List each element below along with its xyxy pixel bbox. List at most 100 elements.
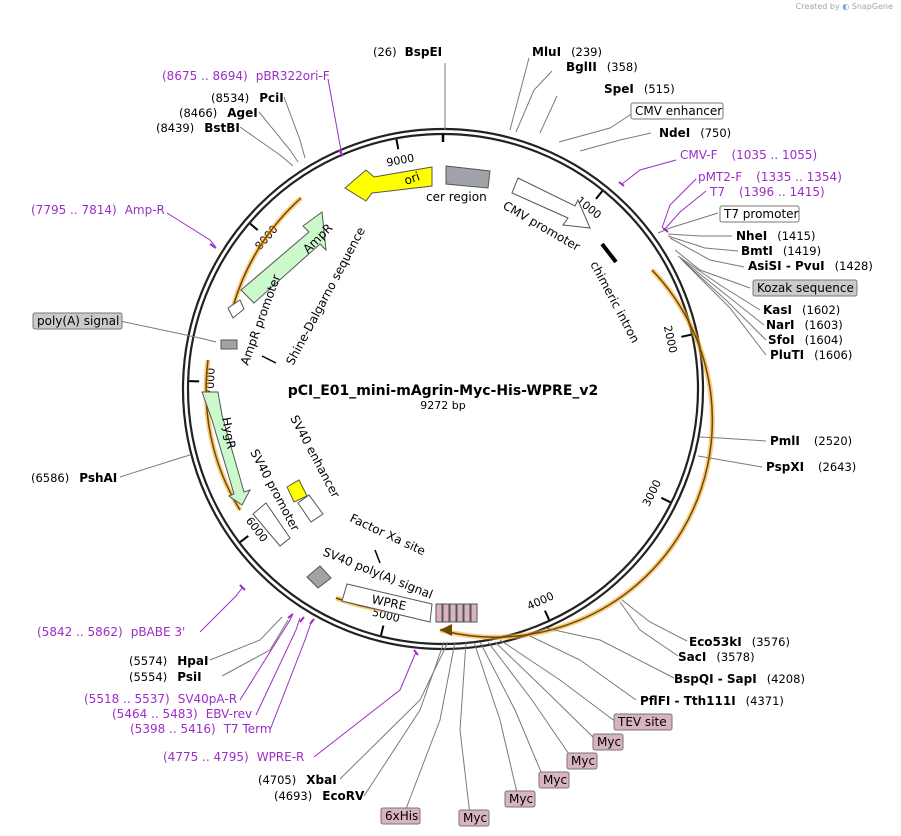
orf-arc-main-line <box>439 269 714 638</box>
enzyme-pcii: (8534)PciI <box>211 91 284 105</box>
tick-mark-4000 <box>544 610 551 621</box>
primer-ebv-rev: (5464 .. 5483)EBV-rev <box>112 707 252 721</box>
primer-t7: T7(1396 .. 1415) <box>709 185 825 199</box>
svg-text:Myc: Myc <box>571 754 595 768</box>
boxed-feature-myc-1[interactable]: Myc <box>592 733 624 751</box>
enzyme-asisi-pvui: AsiSI - PvuI(1428) <box>748 259 873 273</box>
chimeric-intron-bar <box>600 242 618 264</box>
boxed-feature-cmv-enhancer[interactable]: CMV enhancer <box>630 102 724 120</box>
ampr-feature[interactable] <box>240 211 327 304</box>
sv40-promoter-feature[interactable] <box>252 502 291 547</box>
enzyme-pspxi: PspXI(2643) <box>766 460 856 474</box>
primer-wpre-r: (4775 .. 4795)WPRE-R <box>163 750 304 764</box>
boxed-feature-myc-4[interactable]: Myc <box>504 790 536 808</box>
svg-text:poly(A) signal: poly(A) signal <box>37 314 119 328</box>
enzyme-bstbi: (8439)BstBI <box>156 121 240 135</box>
snapgene-logo-icon: ◐ <box>842 2 850 11</box>
boxed-feature-poly-a[interactable]: poly(A) signal <box>32 312 123 330</box>
svg-text:Myc: Myc <box>597 735 621 749</box>
primer-cmv-f: CMV-F(1035 .. 1055) <box>680 148 817 162</box>
cer-region-label: cer region <box>426 190 487 204</box>
svg-text:Myc: Myc <box>543 773 567 787</box>
backbone-outer <box>181 127 705 651</box>
ori-label: ori <box>402 169 421 187</box>
shine-dalgarno-mark <box>261 355 277 364</box>
enzyme-saci: SacI(3578) <box>678 650 755 664</box>
primer-sv40pa-r: (5518 .. 5537)SV40pA-R <box>84 692 237 706</box>
ori-feature[interactable] <box>344 166 433 202</box>
svg-text:6xHis: 6xHis <box>385 809 418 823</box>
snapgene-credit: Created by ◐ SnapGene <box>796 2 893 11</box>
hygr-feature[interactable] <box>201 391 252 506</box>
leader-lines <box>119 57 767 816</box>
tick-mark-2000 <box>681 333 692 338</box>
enzyme-ndei: NdeI(750) <box>659 126 731 140</box>
enzyme-psii: (5554)PsiI <box>129 670 202 684</box>
enzyme-nhei: NheI(1415) <box>736 229 815 243</box>
chimeric-intron-label: chimeric intron <box>587 259 642 346</box>
primer-marks <box>209 149 669 656</box>
boxed-feature-kozak[interactable]: Kozak sequence <box>752 279 858 297</box>
enzyme-hpai: (5574)HpaI <box>129 654 208 668</box>
primer-t7-term: (5398 .. 5416)T7 Term <box>130 722 272 736</box>
enzyme-xbai: (4705)XbaI <box>258 773 337 787</box>
svg-text:Kozak sequence: Kozak sequence <box>757 281 854 295</box>
hygr-orf-arc-line <box>205 359 241 511</box>
enzyme-eco53ki: Eco53kI(3576) <box>689 635 790 649</box>
cer-region-feature[interactable] <box>445 165 491 189</box>
enzyme-mlui: MluI(239) <box>532 45 602 59</box>
tick-label-3000: 3000 <box>640 478 664 509</box>
factor-xa-mark <box>374 549 381 564</box>
enzyme-pflfi-tth111i: PflFI - Tth111I(4371) <box>640 694 784 708</box>
enzyme-bglii: BglII(358) <box>566 60 638 74</box>
wpre-feature[interactable] <box>341 583 433 623</box>
primer-pmt2-f: pMT2-F(1335 .. 1354) <box>698 170 842 184</box>
svg-text:TEV site: TEV site <box>617 715 667 729</box>
enzyme-bspqi-sapi: BspQI - SapI(4208) <box>674 672 805 686</box>
tick-mark-5000 <box>380 625 385 636</box>
enzyme-pshai: (6586)PshAI <box>31 471 117 485</box>
cmv-promoter-feature[interactable] <box>511 177 591 229</box>
tick-mark-6000 <box>239 535 249 543</box>
boxed-feature-myc-2[interactable]: Myc <box>566 752 598 770</box>
svg-text:CMV enhancer: CMV enhancer <box>635 104 722 118</box>
tick-label-4000: 4000 <box>525 589 556 613</box>
boxed-feature-myc-5[interactable]: Myc <box>458 809 490 827</box>
primer-amp-r: (7795 .. 7814)Amp-R <box>31 203 165 217</box>
svg-text:T7 promoter: T7 promoter <box>723 207 799 221</box>
enzyme-sfoi: SfoI(1604) <box>768 333 843 347</box>
boxed-feature-t7-promoter[interactable]: T7 promoter <box>719 205 800 223</box>
poly-a-signal-feature[interactable] <box>220 339 238 350</box>
sv40-enhancer-tail <box>297 494 324 523</box>
tick-mark-9000 <box>395 139 400 150</box>
svg-text:Myc: Myc <box>509 792 533 806</box>
hygr-label: HygR <box>219 416 238 450</box>
enzyme-ecorv: (4693)EcoRV <box>274 789 365 803</box>
primer-pbabe-3: (5842 .. 5862)pBABE 3' <box>37 625 185 639</box>
primer-pbr322ori-f: (8675 .. 8694)pBR322ori-F <box>162 69 330 83</box>
tick-mark-3000 <box>660 496 671 504</box>
enzyme-nari: NarI(1603) <box>766 318 843 332</box>
factor-xa-label: Factor Xa site <box>348 511 428 558</box>
boxed-feature-myc-3[interactable]: Myc <box>538 771 570 789</box>
sv40-polya-feature[interactable] <box>306 565 332 589</box>
enzyme-bmti: BmtI(1419) <box>741 244 821 258</box>
svg-text:Myc: Myc <box>463 811 487 825</box>
credit-text: Created by <box>795 2 840 11</box>
tick-label-2000: 2000 <box>661 324 680 354</box>
enzyme-spei: SpeI(515) <box>604 82 675 96</box>
enzyme-bspei: (26)BspEI <box>373 45 442 59</box>
enzyme-pmli: PmlI(2520) <box>770 434 852 448</box>
tick-label-9000: 9000 <box>385 151 415 169</box>
tag-cluster <box>435 603 478 623</box>
ampr-promoter-feature[interactable] <box>227 299 245 319</box>
enzyme-agei: (8466)AgeI <box>179 106 258 120</box>
boxed-feature-tev-site[interactable]: TEV site <box>613 713 673 731</box>
boxed-feature-6xhis[interactable]: 6xHis <box>380 807 421 825</box>
plasmid-length: 9272 bp <box>420 399 465 412</box>
enzyme-pluti: PluTI(1606) <box>770 348 852 362</box>
ampr-orf-arc-line <box>232 197 302 308</box>
tick-mark-8000 <box>249 222 259 231</box>
credit-brand: SnapGene <box>851 2 893 11</box>
